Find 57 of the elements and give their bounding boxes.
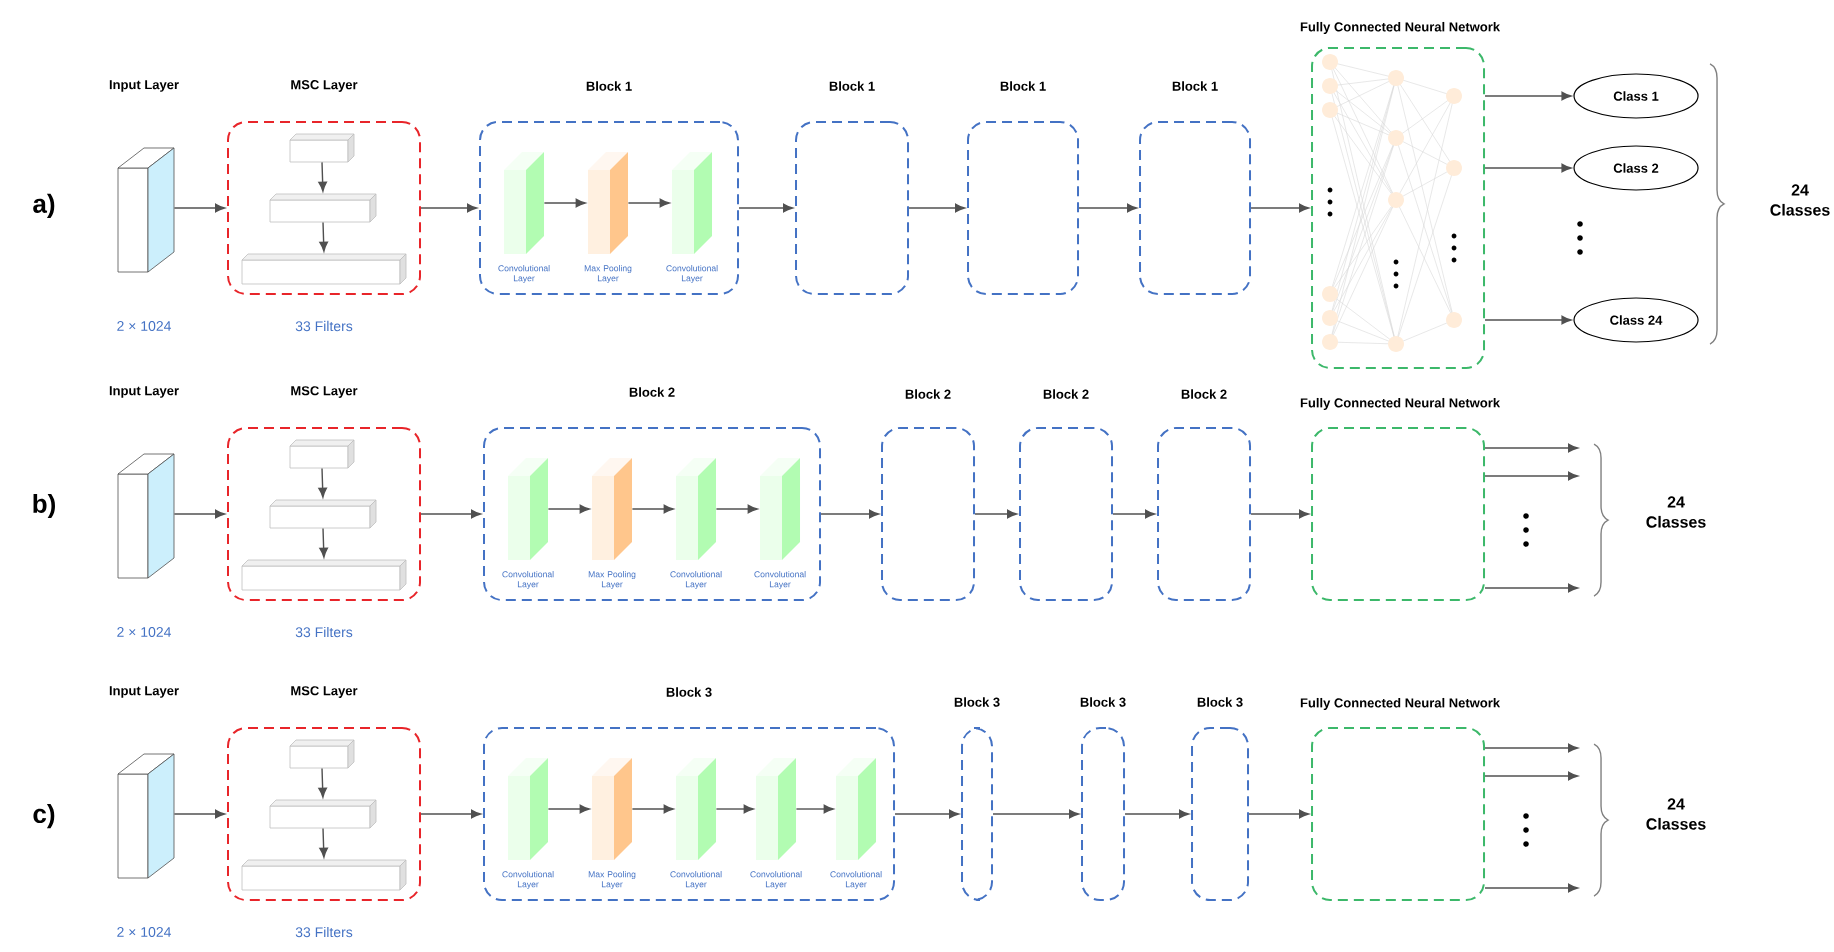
arrow (318, 467, 328, 498)
arrow (420, 509, 482, 519)
arrow (319, 827, 329, 858)
arrow (715, 504, 758, 514)
arrow (908, 203, 966, 213)
arrow (795, 804, 834, 814)
filter-slab (241, 859, 407, 891)
arrow (173, 809, 226, 819)
arrow (318, 767, 328, 798)
filter-slab (269, 193, 377, 223)
arrow (1484, 163, 1572, 173)
filter-slab (241, 253, 407, 285)
panel-label: b) (33, 493, 55, 519)
arrow (173, 509, 226, 519)
arrow (319, 221, 329, 252)
arrow (1112, 509, 1156, 519)
arrow (547, 804, 590, 814)
class-count-label: 24 Classes (1646, 496, 1706, 528)
arrow (1250, 203, 1310, 213)
arrow (1124, 809, 1190, 819)
arrow (420, 203, 478, 213)
arrow (1248, 809, 1310, 819)
arrow (1484, 743, 1579, 753)
arrow (318, 161, 328, 192)
arrow (543, 198, 586, 208)
arrow (894, 809, 960, 819)
arrow (631, 504, 674, 514)
arrow (974, 509, 1018, 519)
arrow (547, 504, 590, 514)
arrow (1484, 471, 1579, 481)
arrow (1484, 583, 1579, 593)
filter-slab (241, 559, 407, 591)
panel-label: a) (33, 193, 55, 219)
filter-slab (269, 499, 377, 529)
arrow (631, 804, 674, 814)
arrow (627, 198, 670, 208)
arrow (319, 527, 329, 558)
filter-slab (289, 439, 355, 469)
arrow (1484, 315, 1572, 325)
arrow (820, 509, 880, 519)
arrow (420, 809, 482, 819)
arrow (1484, 91, 1572, 101)
arrow (1078, 203, 1138, 213)
filter-slab (289, 133, 355, 163)
arrow (715, 804, 754, 814)
arrow (738, 203, 794, 213)
arrow (992, 809, 1080, 819)
arrow (173, 203, 226, 213)
arrow (1484, 883, 1579, 893)
panel-label: c) (33, 803, 55, 829)
class-count-label: 24 Classes (1646, 798, 1706, 830)
arrow (1484, 443, 1579, 453)
arrow (1484, 771, 1579, 781)
filter-slab (269, 799, 377, 829)
filter-slab (289, 739, 355, 769)
arrow (1250, 509, 1310, 519)
class-count-label: 24 Classes (1770, 184, 1830, 216)
